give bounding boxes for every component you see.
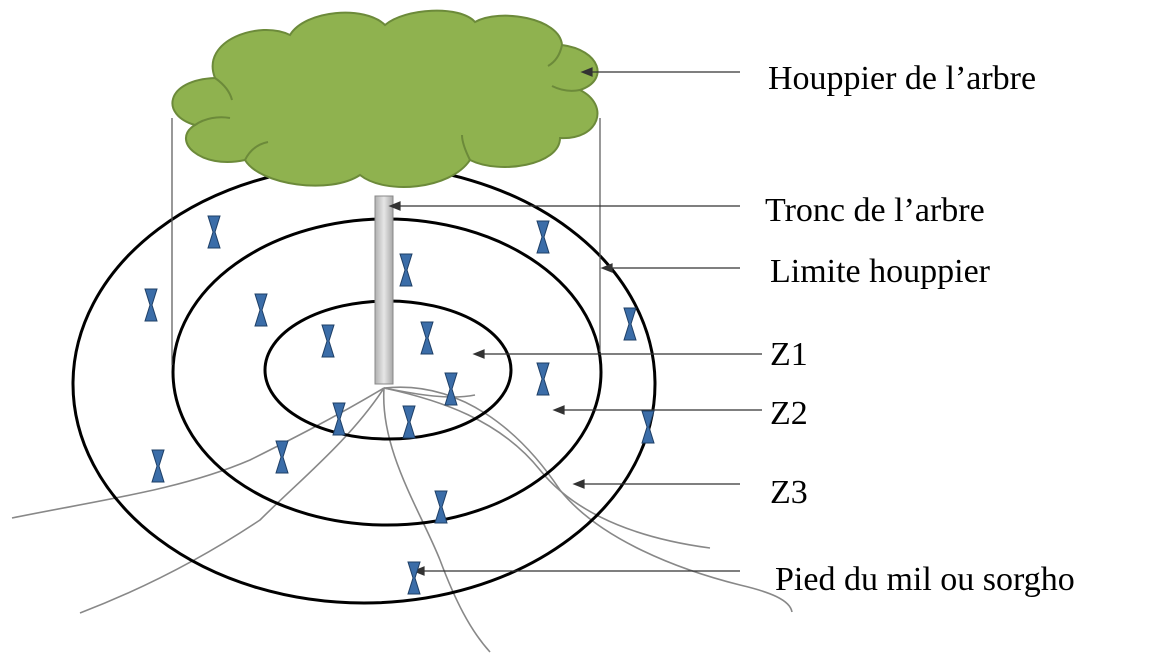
tree-crown bbox=[171, 9, 599, 188]
tree-roots bbox=[11, 386, 793, 653]
label-zone1: Z1 bbox=[770, 336, 808, 373]
plant-icon bbox=[623, 307, 637, 341]
plant-icon bbox=[332, 402, 346, 436]
label-crown-limit: Limite houppier bbox=[770, 253, 991, 290]
plant-icon bbox=[402, 405, 416, 439]
plant-icon bbox=[399, 253, 413, 287]
plant-icon bbox=[254, 293, 268, 327]
tree-trunk bbox=[374, 195, 394, 385]
plant-icon bbox=[275, 440, 289, 474]
plants bbox=[144, 215, 655, 595]
plant-icon bbox=[407, 561, 421, 595]
zone3-ring bbox=[71, 163, 657, 605]
plant-icon bbox=[207, 215, 221, 249]
plant-icon bbox=[151, 449, 165, 483]
arrowhead bbox=[580, 67, 593, 77]
arrowhead bbox=[600, 263, 613, 273]
label-tree-trunk: Tronc de l’arbre bbox=[765, 192, 985, 229]
arrowhead bbox=[388, 201, 401, 211]
label-tree-crown: Houppier de l’arbre bbox=[768, 60, 1037, 97]
plant-icon bbox=[420, 321, 434, 355]
arrowhead bbox=[572, 479, 585, 489]
crown-limit-lines bbox=[171, 118, 601, 365]
label-zone3: Z3 bbox=[770, 474, 808, 511]
root bbox=[383, 387, 476, 398]
plant-icon bbox=[144, 288, 158, 322]
root bbox=[383, 386, 793, 613]
root bbox=[11, 387, 385, 519]
pointer-lines bbox=[388, 67, 762, 576]
arrowhead bbox=[552, 405, 565, 415]
arrowhead bbox=[412, 566, 425, 576]
plant-icon bbox=[536, 362, 550, 396]
plant-icon bbox=[434, 490, 448, 524]
root bbox=[383, 387, 711, 549]
plant-icon bbox=[641, 410, 655, 444]
plant-icon bbox=[536, 220, 550, 254]
label-zone2: Z2 bbox=[770, 395, 808, 432]
label-plant: Pied du mil ou sorgho bbox=[775, 561, 1075, 598]
plant-icon bbox=[444, 372, 458, 406]
plant-icon bbox=[321, 324, 335, 358]
crown-detail-lines bbox=[194, 44, 581, 161]
arrowhead bbox=[472, 349, 485, 359]
